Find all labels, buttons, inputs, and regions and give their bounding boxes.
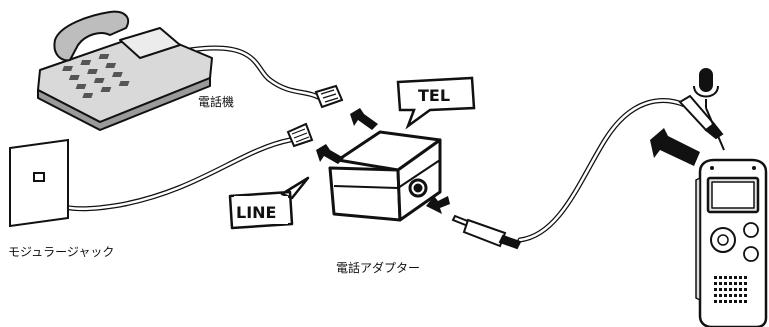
telephone-icon <box>37 10 213 131</box>
recorder-cable <box>517 98 688 243</box>
arrow-jack-icon <box>426 196 450 214</box>
arrow-recorder-icon <box>650 128 700 166</box>
tel-bubble: TEL <box>396 76 476 130</box>
voice-recorder-icon <box>695 158 768 327</box>
line-bubble: LINE <box>228 176 310 230</box>
arrow-tel-icon <box>350 108 378 130</box>
arrows <box>316 108 700 214</box>
adapter-label: 電話アダプター <box>336 260 420 275</box>
telephone-label: 電話機 <box>198 94 234 109</box>
microphone-icon <box>693 68 725 151</box>
tel-plug-icon <box>314 84 344 109</box>
phone-adapter-icon <box>328 130 442 222</box>
tel-bubble-text: TEL <box>418 86 450 105</box>
arrow-line-icon <box>316 144 344 164</box>
recorder-input-plug-icon <box>451 214 522 250</box>
line-plug-icon <box>286 122 314 148</box>
modular-jack-icon <box>9 138 69 228</box>
modular-jack-label: モジュラージャック <box>8 245 114 259</box>
line-bubble-text: LINE <box>236 203 276 222</box>
